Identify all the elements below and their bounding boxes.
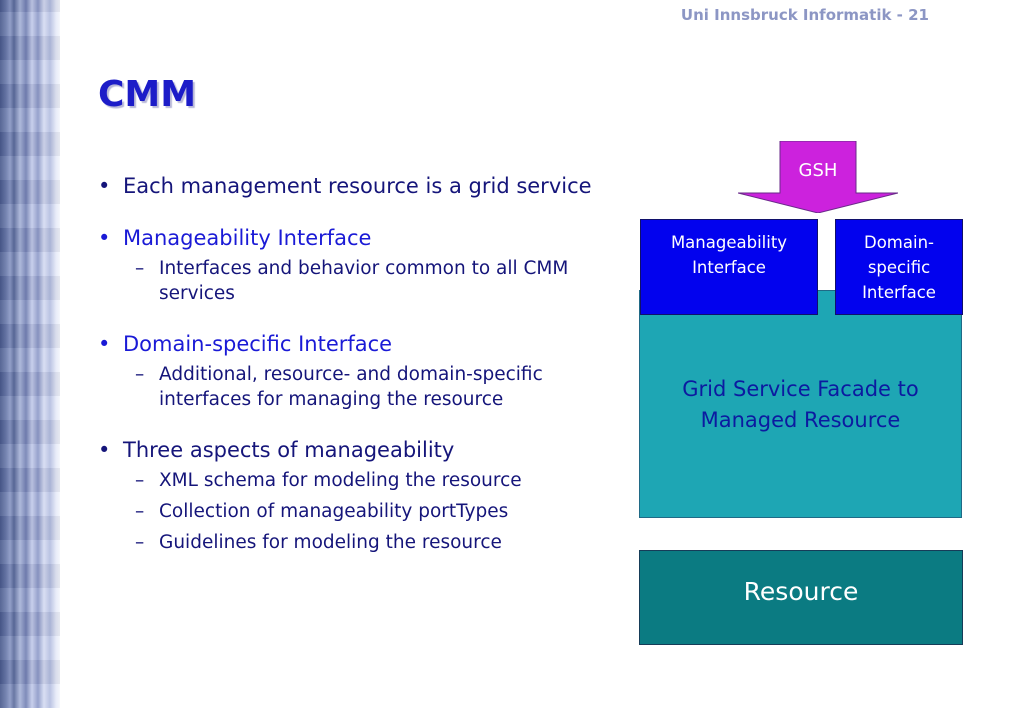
bullet-text: Each management resource is a grid servi… [123,174,592,198]
manageability-label-line: Interface [692,258,766,277]
domain-label-line: Domain- [864,232,934,252]
domain-specific-interface-box: Domain- specific Interface [835,219,963,315]
domain-label-line: Interface [862,282,936,302]
sub-item: Interfaces and behavior common to all CM… [123,256,596,306]
sub-list: XML schema for modeling the resource Col… [123,468,596,555]
facade-label-line: Grid Service Facade to [682,377,919,401]
sub-list: Additional, resource- and domain-specifi… [123,362,596,412]
slide-reference: Uni Innsbruck Informatik - 21 [680,6,929,24]
gsh-label: GSH [798,160,838,181]
bullet-text: Three aspects of manageability [123,438,455,462]
sub-item: Additional, resource- and domain-specifi… [123,362,596,412]
bullet-text: Manageability Interface [123,226,372,250]
slide-title: CMM [98,74,197,115]
gsh-arrow-shape [738,141,898,213]
resource-box: Resource [639,550,963,645]
resource-label: Resource [743,577,859,606]
bullet-item: Three aspects of manageability XML schem… [96,436,596,555]
facade-label-line: Managed Resource [700,408,901,432]
bullet-item: Each management resource is a grid servi… [96,172,596,200]
sub-item: XML schema for modeling the resource [123,468,596,493]
bullet-item: Manageability Interface Interfaces and b… [96,224,596,306]
gsh-down-arrow [738,141,898,213]
manageability-interface-box: Manageability Interface [640,219,818,315]
grid-service-facade-label: Grid Service Facade to Managed Resource [639,374,962,436]
sub-item: Guidelines for modeling the resource [123,530,596,555]
manageability-label-line: Manageability [670,233,788,252]
domain-label-line: specific [867,257,931,277]
left-decorative-stripe [0,0,60,708]
bullet-item: Domain-specific Interface Additional, re… [96,330,596,412]
bullet-list: Each management resource is a grid servi… [96,172,596,579]
sub-item: Collection of manageability portTypes [123,499,596,524]
sub-list: Interfaces and behavior common to all CM… [123,256,596,306]
bullet-text: Domain-specific Interface [123,332,393,356]
